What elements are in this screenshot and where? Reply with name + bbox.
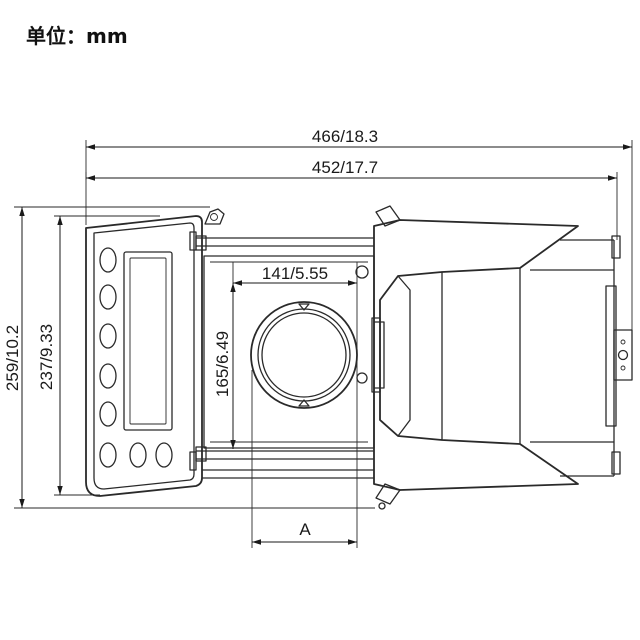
inner-width-label: 452/17.7 [312, 158, 378, 177]
dimension-inner-width: 452/17.7 [85, 158, 618, 240]
lcd-screen [123, 251, 173, 431]
rear-bracket [613, 329, 633, 381]
inner-depth-label: 237/9.33 [37, 324, 56, 390]
key-button[interactable] [99, 247, 117, 273]
dimension-chamber-depth: 165/6.49 [213, 283, 236, 449]
key-button[interactable] [129, 442, 147, 468]
draft-shield [371, 205, 633, 510]
pan-dimension-label: A [299, 520, 311, 539]
unit-label: 单位：mm [26, 24, 128, 48]
dimension-inner-depth: 237/9.33 [37, 215, 160, 496]
key-button[interactable] [155, 442, 173, 468]
foot [378, 502, 386, 510]
overall-width-label: 466/18.3 [312, 127, 378, 146]
display-panel [85, 208, 225, 497]
chamber-depth-label: 165/6.49 [213, 331, 232, 397]
key-button[interactable] [99, 401, 117, 427]
overall-depth-label: 259/10.2 [3, 325, 22, 391]
key-button[interactable] [99, 363, 117, 389]
key-button[interactable] [99, 442, 117, 468]
chamber-width-label: 141/5.55 [262, 264, 328, 283]
weighing-pan [250, 301, 358, 409]
keypad-buttons [99, 247, 173, 468]
dimension-overall-width: 466/18.3 [85, 127, 633, 330]
dimension-chamber-width: 141/5.55 [232, 262, 358, 420]
level-indicator [355, 265, 369, 279]
dimension-overall-depth: 259/10.2 [3, 206, 375, 509]
key-button[interactable] [99, 284, 117, 310]
dimension-pan-a: A [251, 370, 358, 548]
key-button[interactable] [99, 323, 117, 349]
